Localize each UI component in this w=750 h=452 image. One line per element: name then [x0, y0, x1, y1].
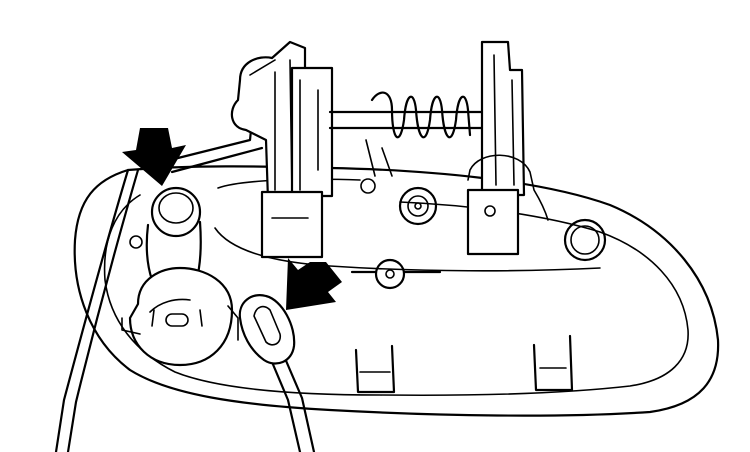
spring-assembly [328, 91, 492, 194]
lower-bolt [350, 258, 442, 290]
lock-mechanism [230, 40, 334, 259]
center-bolt [398, 186, 438, 226]
arrow-to-lock-cylinder [122, 128, 186, 186]
cable-clip [238, 294, 316, 452]
right-boss [563, 218, 607, 262]
lock-cylinder [121, 186, 239, 367]
latch-lever [466, 40, 549, 256]
bottom-tab-right [532, 334, 574, 392]
handle-housing [73, 165, 720, 417]
linkage-rod [54, 168, 140, 452]
bottom-tab-left [354, 344, 396, 394]
small-hole [129, 235, 143, 249]
arrow-to-cable-clip [286, 258, 342, 310]
